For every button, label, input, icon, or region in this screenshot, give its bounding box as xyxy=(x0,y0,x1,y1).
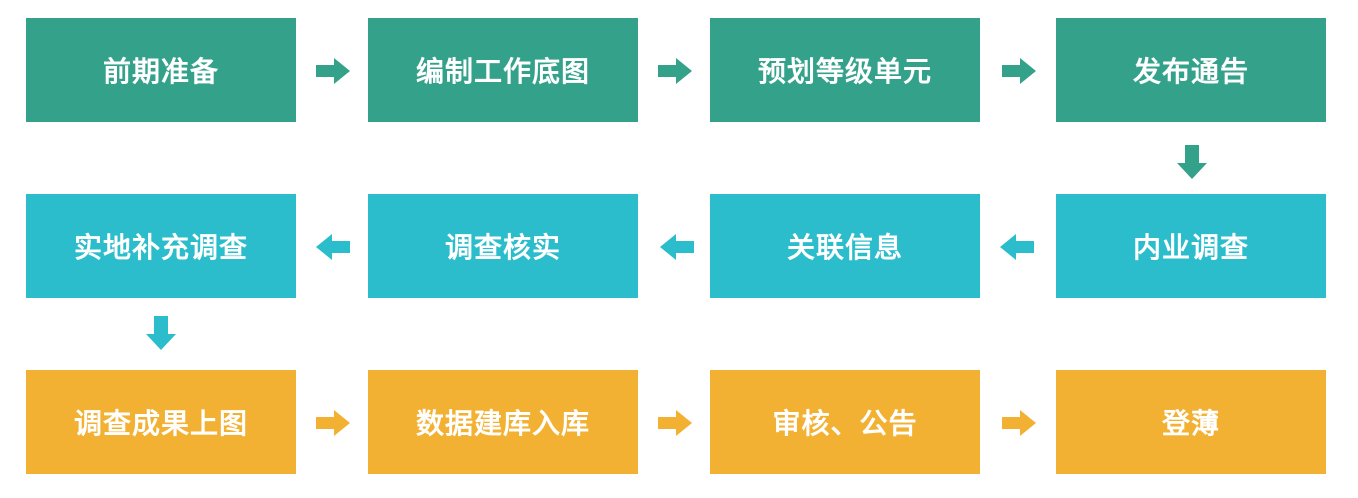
step-verify-survey: 调查核实 xyxy=(368,194,638,298)
step-pre-divide-units: 预划等级单元 xyxy=(710,18,980,122)
arrow-left-icon xyxy=(660,234,694,260)
step-label: 发布通告 xyxy=(1132,55,1249,88)
step-office-survey: 内业调查 xyxy=(1056,194,1326,298)
step-preparation: 前期准备 xyxy=(26,18,296,122)
step-label: 审核、公告 xyxy=(772,407,918,440)
arrow-down-icon xyxy=(146,316,176,350)
step-link-info: 关联信息 xyxy=(710,194,980,298)
arrow-right-icon xyxy=(658,410,692,436)
step-label: 内业调查 xyxy=(1132,231,1249,264)
step-label: 登薄 xyxy=(1161,407,1220,440)
arrow-right-icon xyxy=(1002,58,1036,84)
step-label: 实地补充调查 xyxy=(73,231,248,264)
step-label: 前期准备 xyxy=(102,55,219,88)
arrow-right-icon xyxy=(316,410,350,436)
step-label: 调查核实 xyxy=(444,231,561,264)
step-map-results: 调查成果上图 xyxy=(26,370,296,474)
step-label: 编制工作底图 xyxy=(415,55,590,88)
step-label: 关联信息 xyxy=(786,231,903,264)
step-label: 调查成果上图 xyxy=(73,407,248,440)
arrow-left-icon xyxy=(1000,234,1034,260)
step-compile-base-map: 编制工作底图 xyxy=(368,18,638,122)
step-field-supplement: 实地补充调查 xyxy=(26,194,296,298)
step-review-announce: 审核、公告 xyxy=(710,370,980,474)
arrow-left-icon xyxy=(316,234,350,260)
step-publish-notice: 发布通告 xyxy=(1056,18,1326,122)
arrow-right-icon xyxy=(1002,410,1036,436)
arrow-right-icon xyxy=(658,58,692,84)
arrow-down-icon xyxy=(1177,145,1207,179)
step-register: 登薄 xyxy=(1056,370,1326,474)
step-label: 预划等级单元 xyxy=(757,55,932,88)
arrow-right-icon xyxy=(316,58,350,84)
step-label: 数据建库入库 xyxy=(415,407,590,440)
step-build-database: 数据建库入库 xyxy=(368,370,638,474)
